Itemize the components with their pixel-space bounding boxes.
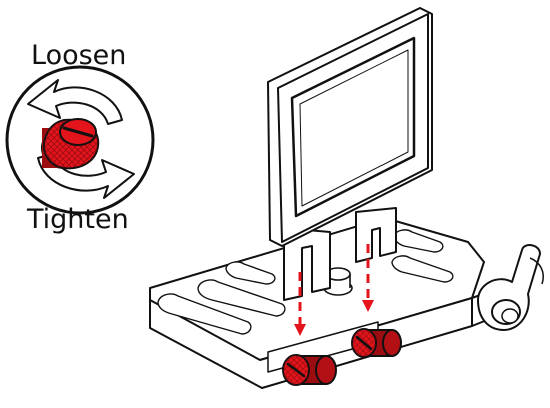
front-thumbscrew-left (282, 354, 337, 386)
counterclockwise-arrow-icon (27, 79, 123, 125)
thumbscrew-icon (41, 118, 100, 170)
guide-arrows (294, 244, 374, 336)
monitor-bracket (267, 7, 433, 301)
rotation-inset: Loosen Tighten (5, 40, 155, 235)
clamp-lever (477, 244, 544, 331)
front-thumbscrew-right (351, 328, 402, 358)
tighten-label: Tighten (26, 204, 129, 235)
